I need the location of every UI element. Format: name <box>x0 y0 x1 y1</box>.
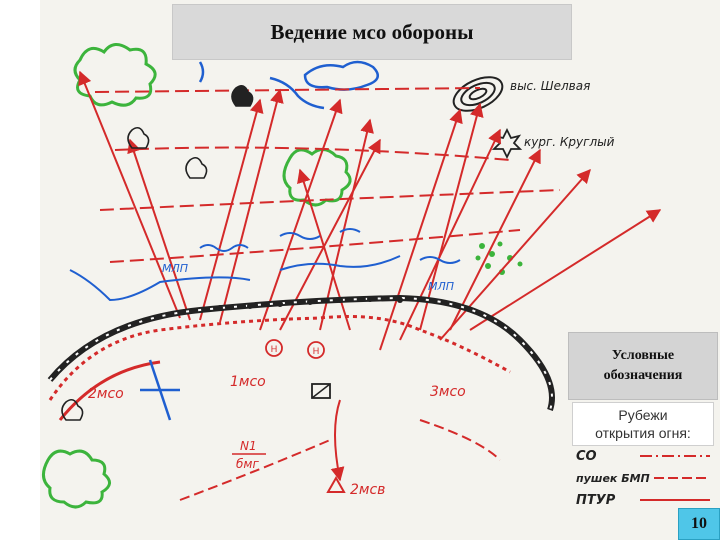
mlp-left-label: МЛП <box>162 262 188 275</box>
command-post-icon <box>311 383 331 399</box>
forest-1 <box>73 43 157 107</box>
legend-subheading-box: Рубежи открытия огня: <box>572 402 714 446</box>
kurgan-label: кург. Круглый <box>524 135 615 149</box>
own-forward-positions <box>69 228 461 302</box>
mlp-right-label: МЛП <box>428 280 454 293</box>
enemy-trenches <box>48 315 511 421</box>
marker-h-2 <box>307 341 325 359</box>
legend-item-1: СО <box>576 449 597 464</box>
forest-2 <box>282 148 352 207</box>
unit-mb-den-label: бмг <box>236 457 259 471</box>
legend-lines: СО пушек БМП ПТУР <box>576 449 710 508</box>
front-line-inner <box>49 296 553 411</box>
tree-icons <box>61 84 254 421</box>
unit-1mso-label: 1мсо <box>230 374 266 390</box>
legend-subheading: Рубежи открытия огня: <box>595 407 691 441</box>
map-drawing: выс. Шелвая кург. Круглый <box>42 43 662 509</box>
legend-heading-box: Условные обозначения <box>568 332 718 400</box>
enemy-phase-lines <box>94 87 561 263</box>
marker-h-2-label: Н <box>313 346 320 356</box>
shrub-dots <box>475 241 523 275</box>
vegetation-areas <box>42 43 352 509</box>
height-label: выс. Шелвая <box>510 79 590 93</box>
unit-3mso-label: 3мсо <box>430 384 466 400</box>
river <box>198 60 380 110</box>
marker-h-1-label: Н <box>271 344 278 354</box>
legend-item-2: пушек БМП <box>576 472 650 485</box>
unit-2mso-label: 2мсо <box>88 386 124 402</box>
obstacle-icon <box>140 359 180 421</box>
legend-item-3: ПТУР <box>576 493 616 508</box>
front-posts <box>217 296 403 311</box>
marker-h-1 <box>265 339 283 357</box>
height-contour <box>452 76 504 112</box>
unit-2msv-label: 2мсв <box>350 482 385 498</box>
page-number: 10 <box>678 508 720 540</box>
tactical-map: выс. Шелвая кург. Круглый <box>40 0 720 540</box>
slide-title-box: Ведение мсо обороны <box>172 4 572 60</box>
slide-title: Ведение мсо обороны <box>270 19 474 44</box>
rear-route <box>330 399 345 482</box>
rear-triangle-icon <box>326 475 346 493</box>
forest-3 <box>42 449 111 509</box>
unit-mb-num-label: N1 <box>240 439 257 453</box>
enemy-movement-routes <box>179 419 501 501</box>
fire-arrows <box>78 70 662 351</box>
legend-heading: Условные обозначения <box>603 348 683 383</box>
